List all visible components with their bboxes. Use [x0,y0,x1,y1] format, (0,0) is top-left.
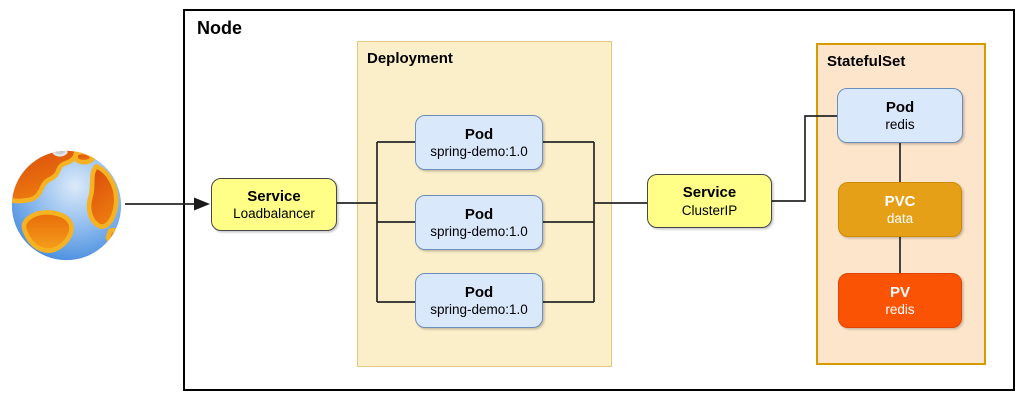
pv-box: PV redis [838,273,962,328]
deployment-pod-2: Pod spring-demo:1.0 [415,195,543,250]
statefulset-label: StatefulSet [827,53,906,70]
globe-icon [11,150,122,261]
deployment-label: Deployment [367,50,453,67]
statefulset-pod-box: Pod redis [837,88,963,143]
pv-subtitle: redis [885,302,915,318]
pod-title: Pod [885,98,915,116]
pvc-subtitle: data [886,211,914,227]
pod-title: Pod [464,205,494,223]
service-loadbalancer-subtitle: Loadbalancer [233,206,315,222]
pvc-box: PVC data [838,182,962,237]
deployment-pod-1: Pod spring-demo:1.0 [415,115,543,170]
service-loadbalancer-title: Service [247,187,301,205]
node-label: Node [197,18,242,38]
node-container: Node [183,9,1015,391]
pod-subtitle: spring-demo:1.0 [430,224,528,240]
pvc-title: PVC [884,192,916,210]
pod-title: Pod [464,283,494,301]
pv-title: PV [889,283,910,301]
service-clusterip-title: Service [682,184,737,202]
deployment-pod-3: Pod spring-demo:1.0 [415,273,543,328]
pod-subtitle: spring-demo:1.0 [430,302,528,318]
pod-subtitle: spring-demo:1.0 [430,144,528,160]
pod-title: Pod [464,125,494,143]
service-clusterip-subtitle: ClusterIP [681,202,738,218]
service-loadbalancer-box: Service Loadbalancer [211,178,337,231]
service-clusterip-box: Service ClusterIP [647,174,772,228]
pod-subtitle: redis [885,117,915,133]
